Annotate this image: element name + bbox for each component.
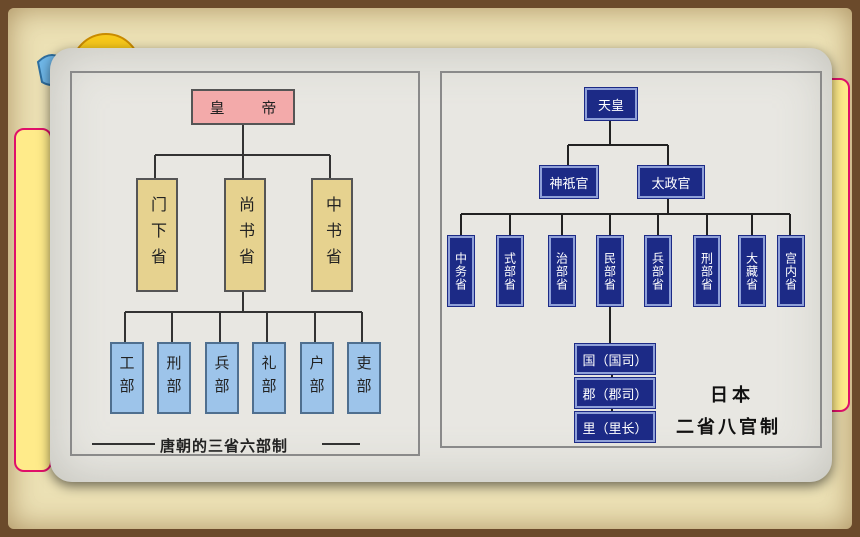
tang-li-bu-box: 礼部 bbox=[252, 342, 286, 414]
japan-sheng-2: 式部省 bbox=[497, 236, 523, 306]
japan-title: 日本 bbox=[710, 385, 754, 406]
japan-sheng-7: 大藏省 bbox=[739, 236, 765, 306]
japan-sheng-5: 兵部省 bbox=[645, 236, 671, 306]
tang-hu-bu-box: 户部 bbox=[300, 342, 334, 414]
japan-sheng-6: 刑部省 bbox=[694, 236, 720, 306]
japan-emperor-box: 天皇 bbox=[585, 88, 637, 120]
japan-gun-box: 郡（郡司） bbox=[575, 378, 655, 408]
tang-caption: 唐朝的三省六部制 bbox=[160, 437, 289, 455]
tang-menxia-sheng-box: 门下省 bbox=[136, 178, 178, 292]
japan-ri-box: 里（里长） bbox=[575, 412, 655, 442]
japan-jingikan-box: 神祇官 bbox=[540, 166, 598, 198]
japan-sheng-8: 宫内省 bbox=[778, 236, 804, 306]
japan-daijokan-box: 太政官 bbox=[638, 166, 704, 198]
tang-libu-box: 吏部 bbox=[347, 342, 381, 414]
japan-kuni-box: 国（国司） bbox=[575, 344, 655, 374]
japan-subtitle: 二省八官制 bbox=[676, 417, 781, 438]
japan-diagram-frame bbox=[440, 71, 822, 448]
tang-zhongshu-sheng-box: 中书省 bbox=[311, 178, 353, 292]
tang-xing-bu-box: 刑部 bbox=[157, 342, 191, 414]
tang-emperor-box: 皇 帝 bbox=[191, 89, 295, 125]
tang-diagram-frame bbox=[70, 71, 420, 456]
japan-sheng-4: 民部省 bbox=[597, 236, 623, 306]
tang-shangshu-sheng-box: 尚书省 bbox=[224, 178, 266, 292]
tang-gong-bu-box: 工部 bbox=[110, 342, 144, 414]
japan-sheng-1: 中务省 bbox=[448, 236, 474, 306]
tang-bing-bu-box: 兵部 bbox=[205, 342, 239, 414]
japan-sheng-3: 治部省 bbox=[549, 236, 575, 306]
